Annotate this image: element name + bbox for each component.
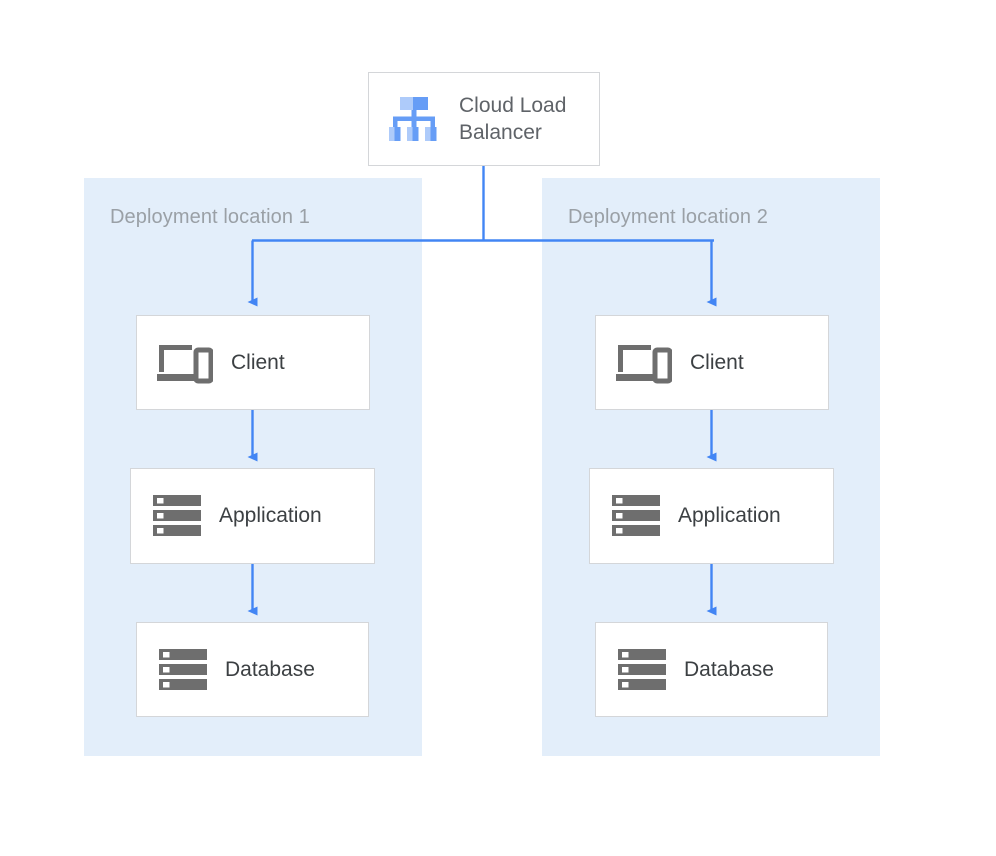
server-stack-icon <box>153 494 201 538</box>
node-database-1[interactable]: Database <box>136 622 369 717</box>
node-application-2-label: Application <box>678 504 781 527</box>
node-cloud-load-balancer-label-line-2: Balancer <box>459 121 542 144</box>
node-client-2[interactable]: Client <box>595 315 829 410</box>
client-devices-icon <box>616 341 673 385</box>
deployment-zone-1-label: Deployment location 1 <box>110 206 310 228</box>
node-application-1[interactable]: Application <box>130 468 375 564</box>
node-cloud-load-balancer-label-line-1: Cloud Load <box>459 94 567 117</box>
node-database-1-label: Database <box>225 657 315 681</box>
node-database-2-label: Database <box>684 657 774 681</box>
server-stack-icon <box>159 648 207 692</box>
node-client-2-label: Client <box>690 350 744 374</box>
node-application-2[interactable]: Application <box>589 468 834 564</box>
server-stack-icon <box>618 648 666 692</box>
node-database-2[interactable]: Database <box>595 622 828 717</box>
node-application-1-label: Application <box>219 504 322 527</box>
cloud-load-balancer-icon <box>389 96 441 142</box>
client-devices-icon <box>157 341 214 385</box>
node-client-1[interactable]: Client <box>136 315 370 410</box>
deployment-zone-2-label: Deployment location 2 <box>568 206 768 228</box>
node-client-1-label: Client <box>231 350 285 374</box>
server-stack-icon <box>612 494 660 538</box>
